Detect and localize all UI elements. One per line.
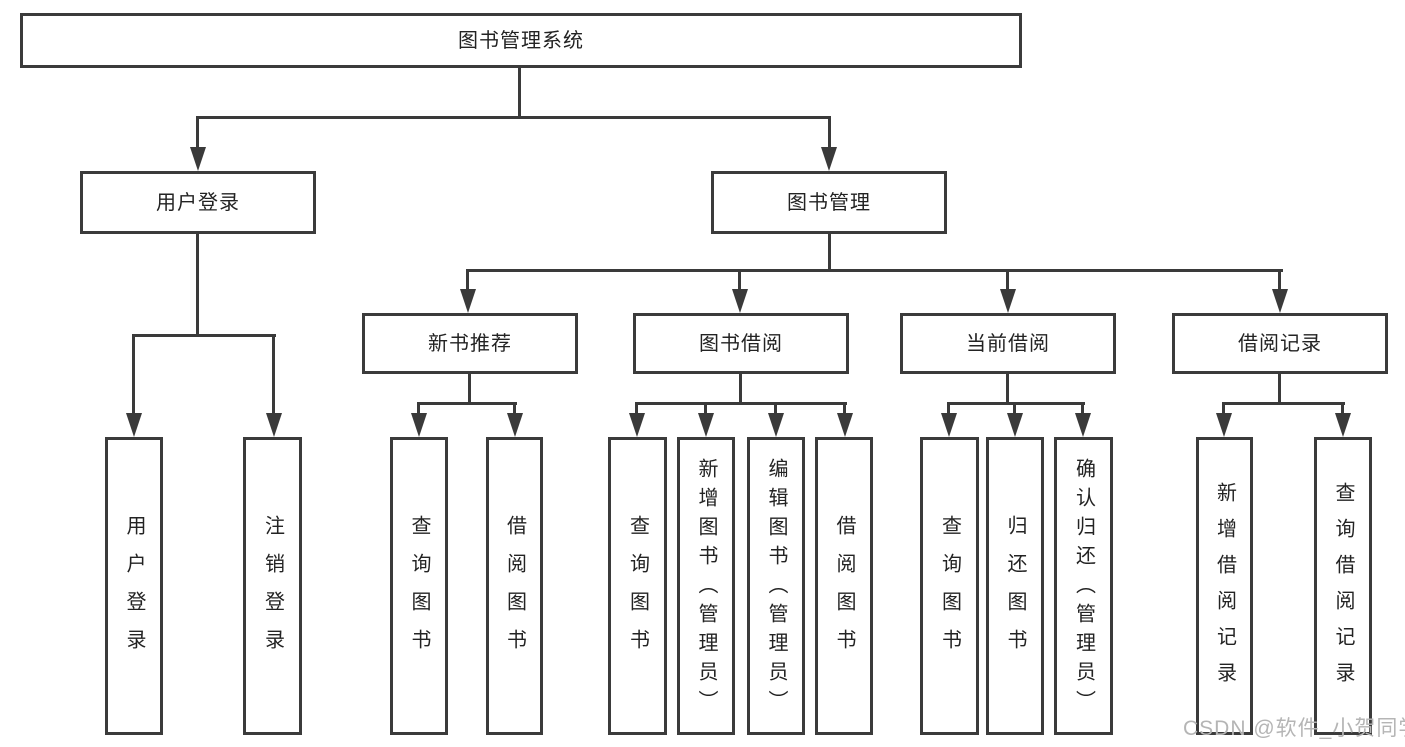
node-book-management-label: 图书管理 <box>787 191 871 214</box>
leaf-borrow-book-label: 借阅图书 <box>833 514 855 667</box>
connector-bookmgmt-drop <box>828 116 831 150</box>
leaf-borrow-book-newrec-label: 借阅图书 <box>503 514 526 667</box>
connector-leaf-drop <box>417 402 420 417</box>
arrowhead-down-bookmgmt <box>821 147 837 171</box>
node-new-book-recommend: 新书推荐 <box>362 313 578 374</box>
connector-leaf-drop <box>704 402 707 417</box>
leaf-return-book-label: 归还图书 <box>1004 514 1026 667</box>
connector-bookmgmt-bar <box>467 269 1283 272</box>
connector-newbook-drop <box>466 269 469 293</box>
arrowhead-down-leaf <box>1075 413 1091 437</box>
leaf-add-book-admin: 新增图书（管理员） <box>677 437 735 735</box>
node-user-login: 用户登录 <box>80 171 316 234</box>
connector-leaf-logout-drop <box>272 334 275 416</box>
node-current-borrow: 当前借阅 <box>900 313 1116 374</box>
leaf-query-borrow-record-label: 查询借阅记录 <box>1332 482 1354 698</box>
connector-userlogin-bar <box>132 334 276 337</box>
connector-newbook-stem <box>468 372 471 405</box>
arrowhead-down-leaf <box>1335 413 1351 437</box>
arrowhead-down-borrowrecord <box>1272 289 1288 313</box>
leaf-return-book: 归还图书 <box>986 437 1044 735</box>
node-book-borrow-label: 图书借阅 <box>699 332 783 355</box>
arrowhead-down-leaf <box>941 413 957 437</box>
leaf-query-book-borrow-label: 查询图书 <box>626 514 649 667</box>
arrowhead-down-bookborrow <box>732 289 748 313</box>
leaf-edit-book-admin-label: 编辑图书（管理员） <box>765 458 787 719</box>
leaf-add-borrow-record-label: 新增借阅记录 <box>1213 482 1236 698</box>
csdn-watermark: CSDN @软件_小贺同学 <box>1183 717 1405 740</box>
arrowhead-down-leaf <box>411 413 427 437</box>
connector-bookborrow-stem <box>739 372 742 405</box>
connector-currentborrow-drop <box>1006 269 1009 293</box>
arrowhead-down-leaf <box>768 413 784 437</box>
node-root-label: 图书管理系统 <box>458 29 584 52</box>
arrowhead-down-leaf <box>1216 413 1232 437</box>
connector-leaf-drop <box>513 402 516 417</box>
connector-userlogin-stem <box>196 232 199 337</box>
connector-leaf-drop <box>1013 402 1016 417</box>
leaf-borrow-book-newrec: 借阅图书 <box>486 437 543 735</box>
connector-leaf-drop <box>774 402 777 417</box>
node-current-borrow-label: 当前借阅 <box>966 332 1050 355</box>
connector-leaf-drop <box>1222 402 1225 417</box>
connector-root-stem <box>518 66 521 118</box>
leaf-confirm-return-admin: 确认归还（管理员） <box>1054 437 1113 735</box>
arrowhead-down-leaf <box>837 413 853 437</box>
node-new-book-recommend-label: 新书推荐 <box>428 332 512 355</box>
leaf-query-book-borrow: 查询图书 <box>608 437 667 735</box>
connector-newbook-bar <box>417 402 517 405</box>
arrowhead-down-leaf <box>629 413 645 437</box>
leaf-add-book-admin-label: 新增图书（管理员） <box>695 458 717 719</box>
connector-leaf-drop <box>843 402 846 417</box>
arrowhead-down-leaf-userlogin <box>126 413 142 437</box>
leaf-edit-book-admin: 编辑图书（管理员） <box>747 437 805 735</box>
node-root: 图书管理系统 <box>20 13 1022 68</box>
connector-root-bar <box>197 116 831 119</box>
connector-currentborrow-stem <box>1006 372 1009 405</box>
leaf-logout: 注销登录 <box>243 437 302 735</box>
arrowhead-down-leaf-logout <box>266 413 282 437</box>
connector-leaf-drop <box>1081 402 1084 417</box>
connector-bookborrow-drop <box>738 269 741 293</box>
node-book-borrow: 图书借阅 <box>633 313 849 374</box>
arrowhead-down-leaf <box>1007 413 1023 437</box>
leaf-user-login: 用户登录 <box>105 437 163 735</box>
connector-currentborrow-bar <box>947 402 1085 405</box>
connector-borrowrecord-bar <box>1222 402 1345 405</box>
connector-leaf-userlogin-drop <box>132 334 135 416</box>
leaf-query-book-newrec-label: 查询图书 <box>408 514 430 667</box>
leaf-query-borrow-record: 查询借阅记录 <box>1314 437 1372 735</box>
arrowhead-down-leaf <box>507 413 523 437</box>
leaf-query-book-newrec: 查询图书 <box>390 437 448 735</box>
node-borrow-record: 借阅记录 <box>1172 313 1388 374</box>
node-borrow-record-label: 借阅记录 <box>1238 332 1322 355</box>
leaf-borrow-book: 借阅图书 <box>815 437 873 735</box>
connector-leaf-drop <box>1341 402 1344 417</box>
node-book-management: 图书管理 <box>711 171 947 234</box>
leaf-query-book-current: 查询图书 <box>920 437 979 735</box>
connector-leaf-drop <box>947 402 950 417</box>
leaf-add-borrow-record: 新增借阅记录 <box>1196 437 1253 735</box>
leaf-user-login-label: 用户登录 <box>123 514 145 667</box>
connector-bookborrow-bar <box>636 402 847 405</box>
leaf-query-book-current-label: 查询图书 <box>938 514 961 667</box>
arrowhead-down-user <box>190 147 206 171</box>
connector-user-drop <box>196 116 199 150</box>
arrowhead-down-currentborrow <box>1000 289 1016 313</box>
arrowhead-down-newbook <box>460 289 476 313</box>
connector-borrowrecord-drop <box>1278 269 1281 293</box>
connector-bookmgmt-stem <box>828 232 831 272</box>
node-user-login-label: 用户登录 <box>156 191 240 214</box>
arrowhead-down-leaf <box>698 413 714 437</box>
connector-leaf-drop <box>635 402 638 417</box>
leaf-confirm-return-admin-label: 确认归还（管理员） <box>1072 458 1095 719</box>
leaf-logout-label: 注销登录 <box>261 514 284 667</box>
connector-borrowrecord-stem <box>1278 372 1281 405</box>
